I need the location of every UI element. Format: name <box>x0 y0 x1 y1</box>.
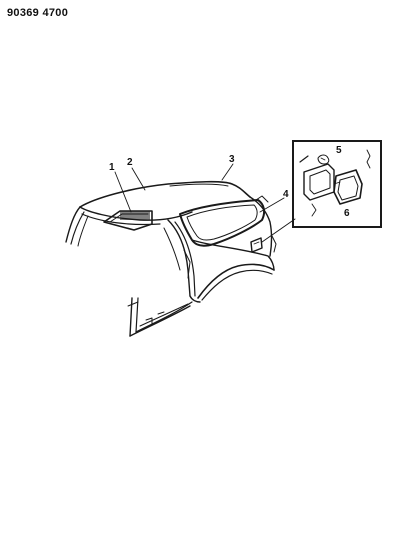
quarter-panel <box>189 239 275 303</box>
fuel-door <box>250 237 263 253</box>
fastener-screw <box>317 154 330 165</box>
rocker-sill <box>127 297 193 337</box>
callout-6: 6 <box>344 208 350 219</box>
callout-5: 5 <box>336 145 342 156</box>
leader-line-4 <box>259 197 285 213</box>
quarter-glass <box>179 199 266 247</box>
leader-line-3 <box>221 163 234 181</box>
document-code: 90369 4700 <box>7 7 69 19</box>
fastener-tool <box>299 155 309 163</box>
fuel-door-open <box>333 169 363 205</box>
rear-pillar <box>249 195 277 257</box>
leader-line-2 <box>131 167 146 191</box>
callout-4: 4 <box>283 189 289 200</box>
sunroof-opening <box>103 210 153 231</box>
break-mark-top <box>366 149 371 169</box>
break-mark-bottom <box>311 203 317 217</box>
inset-frame <box>292 140 382 228</box>
b-pillar <box>163 219 196 297</box>
callout-3: 3 <box>229 154 235 165</box>
callout-1: 1 <box>109 162 115 173</box>
callout-labels: 1 2 3 4 5 6 <box>109 145 350 219</box>
leader-line-1 <box>114 171 132 213</box>
inset-leader-line <box>261 218 296 243</box>
windshield-frame <box>65 206 89 247</box>
callout-2: 2 <box>127 157 133 168</box>
detail-inset <box>261 140 382 243</box>
